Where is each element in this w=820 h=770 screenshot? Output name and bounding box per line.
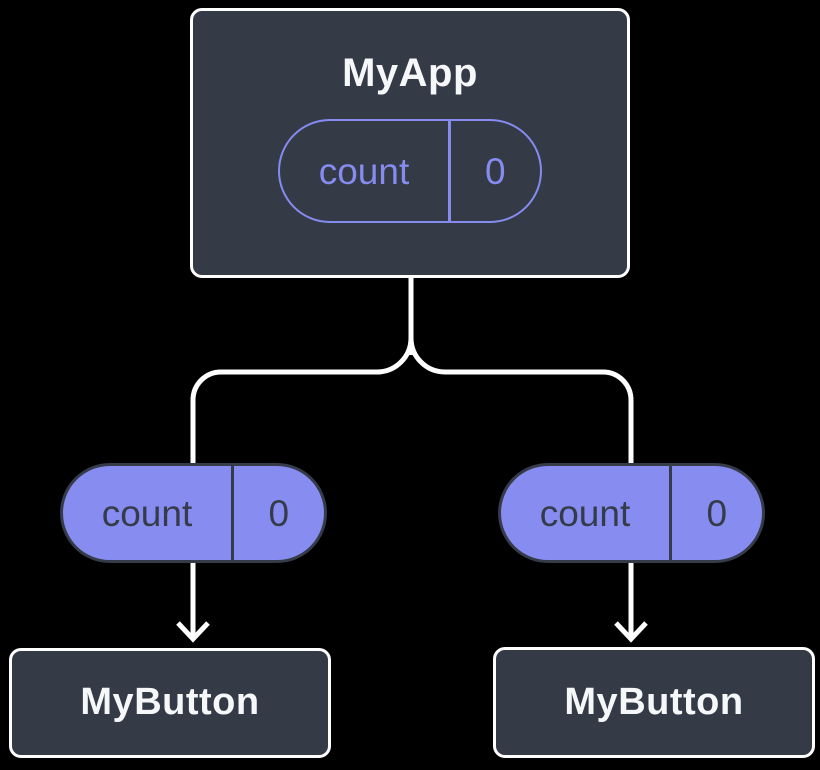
- state-value: 0: [484, 150, 506, 192]
- root-state-pill: count 0: [278, 119, 542, 223]
- myapp-title: MyApp: [342, 51, 478, 95]
- left-mybutton-component-node: MyButton: [9, 648, 331, 758]
- connector-branch-right: [408, 337, 634, 466]
- state-name: count: [539, 492, 631, 534]
- state-name: count: [101, 492, 193, 534]
- state-name: count: [318, 150, 410, 192]
- mybutton-title: MyButton: [564, 680, 744, 723]
- arrow-left-head-icon: [176, 621, 210, 643]
- connector-branch-left: [190, 337, 414, 466]
- pill-divider: [669, 466, 672, 560]
- pill-divider: [448, 121, 451, 221]
- arrow-right-head-icon: [614, 621, 648, 643]
- mybutton-title: MyButton: [80, 681, 260, 724]
- pill-divider: [231, 466, 234, 560]
- state-value: 0: [706, 492, 728, 534]
- right-mybutton-component-node: MyButton: [493, 647, 815, 758]
- right-prop-pill: count 0: [498, 463, 765, 563]
- myapp-component-node: MyApp count 0: [190, 8, 630, 278]
- state-value: 0: [268, 492, 290, 534]
- left-prop-pill: count 0: [60, 463, 327, 563]
